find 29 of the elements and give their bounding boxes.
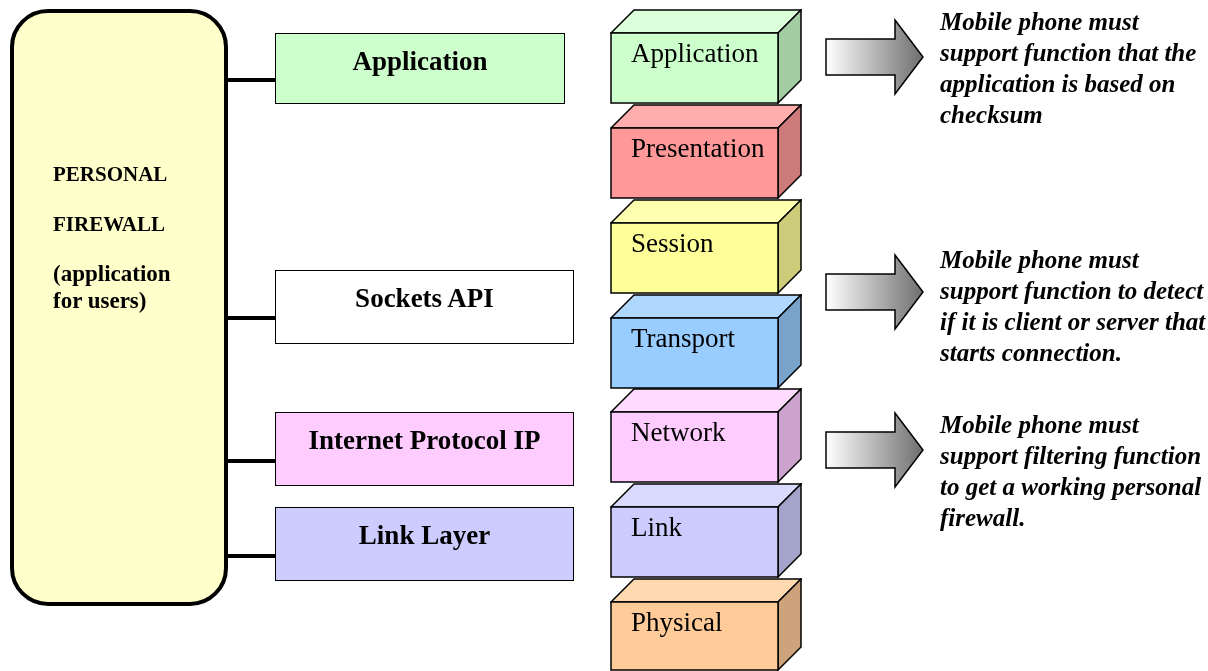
requirement-note: Mobile phone must support function to detect if it is client or server that starts connection. [940, 244, 1208, 400]
protocol-label: Link Layer [357, 520, 492, 551]
protocol-box [275, 507, 574, 581]
connector-line [228, 459, 275, 463]
application-panel [10, 9, 228, 606]
panel-label: (application for users) [53, 260, 172, 314]
layer-label: Physical [631, 607, 723, 638]
layer-label: Session [631, 228, 714, 259]
layer-label: Presentation [631, 133, 765, 164]
protocol-label: Application [351, 46, 489, 77]
connector-line [228, 78, 275, 82]
layer-label: Link [631, 512, 682, 543]
panel-label: FIREWALL [53, 211, 167, 238]
protocol-box [275, 33, 565, 104]
layer-label: Network [631, 417, 726, 448]
block-arrow [825, 17, 924, 97]
connector-line [228, 316, 275, 320]
layer-label: Application [631, 38, 759, 69]
protocol-label: Sockets API [354, 283, 495, 314]
protocol-box [275, 270, 574, 344]
requirement-note: Mobile phone must support filtering function to get a working personal firewall. [940, 409, 1208, 565]
layer-label: Transport [631, 323, 736, 354]
panel-label: PERSONAL [53, 161, 169, 188]
protocol-label: Internet Protocol IP [307, 425, 542, 456]
requirement-note: Mobile phone must support function that the application is based on checksum [940, 6, 1208, 132]
connector-line [228, 554, 275, 558]
block-arrow [825, 252, 924, 332]
protocol-box [275, 412, 574, 486]
block-arrow [825, 410, 924, 490]
